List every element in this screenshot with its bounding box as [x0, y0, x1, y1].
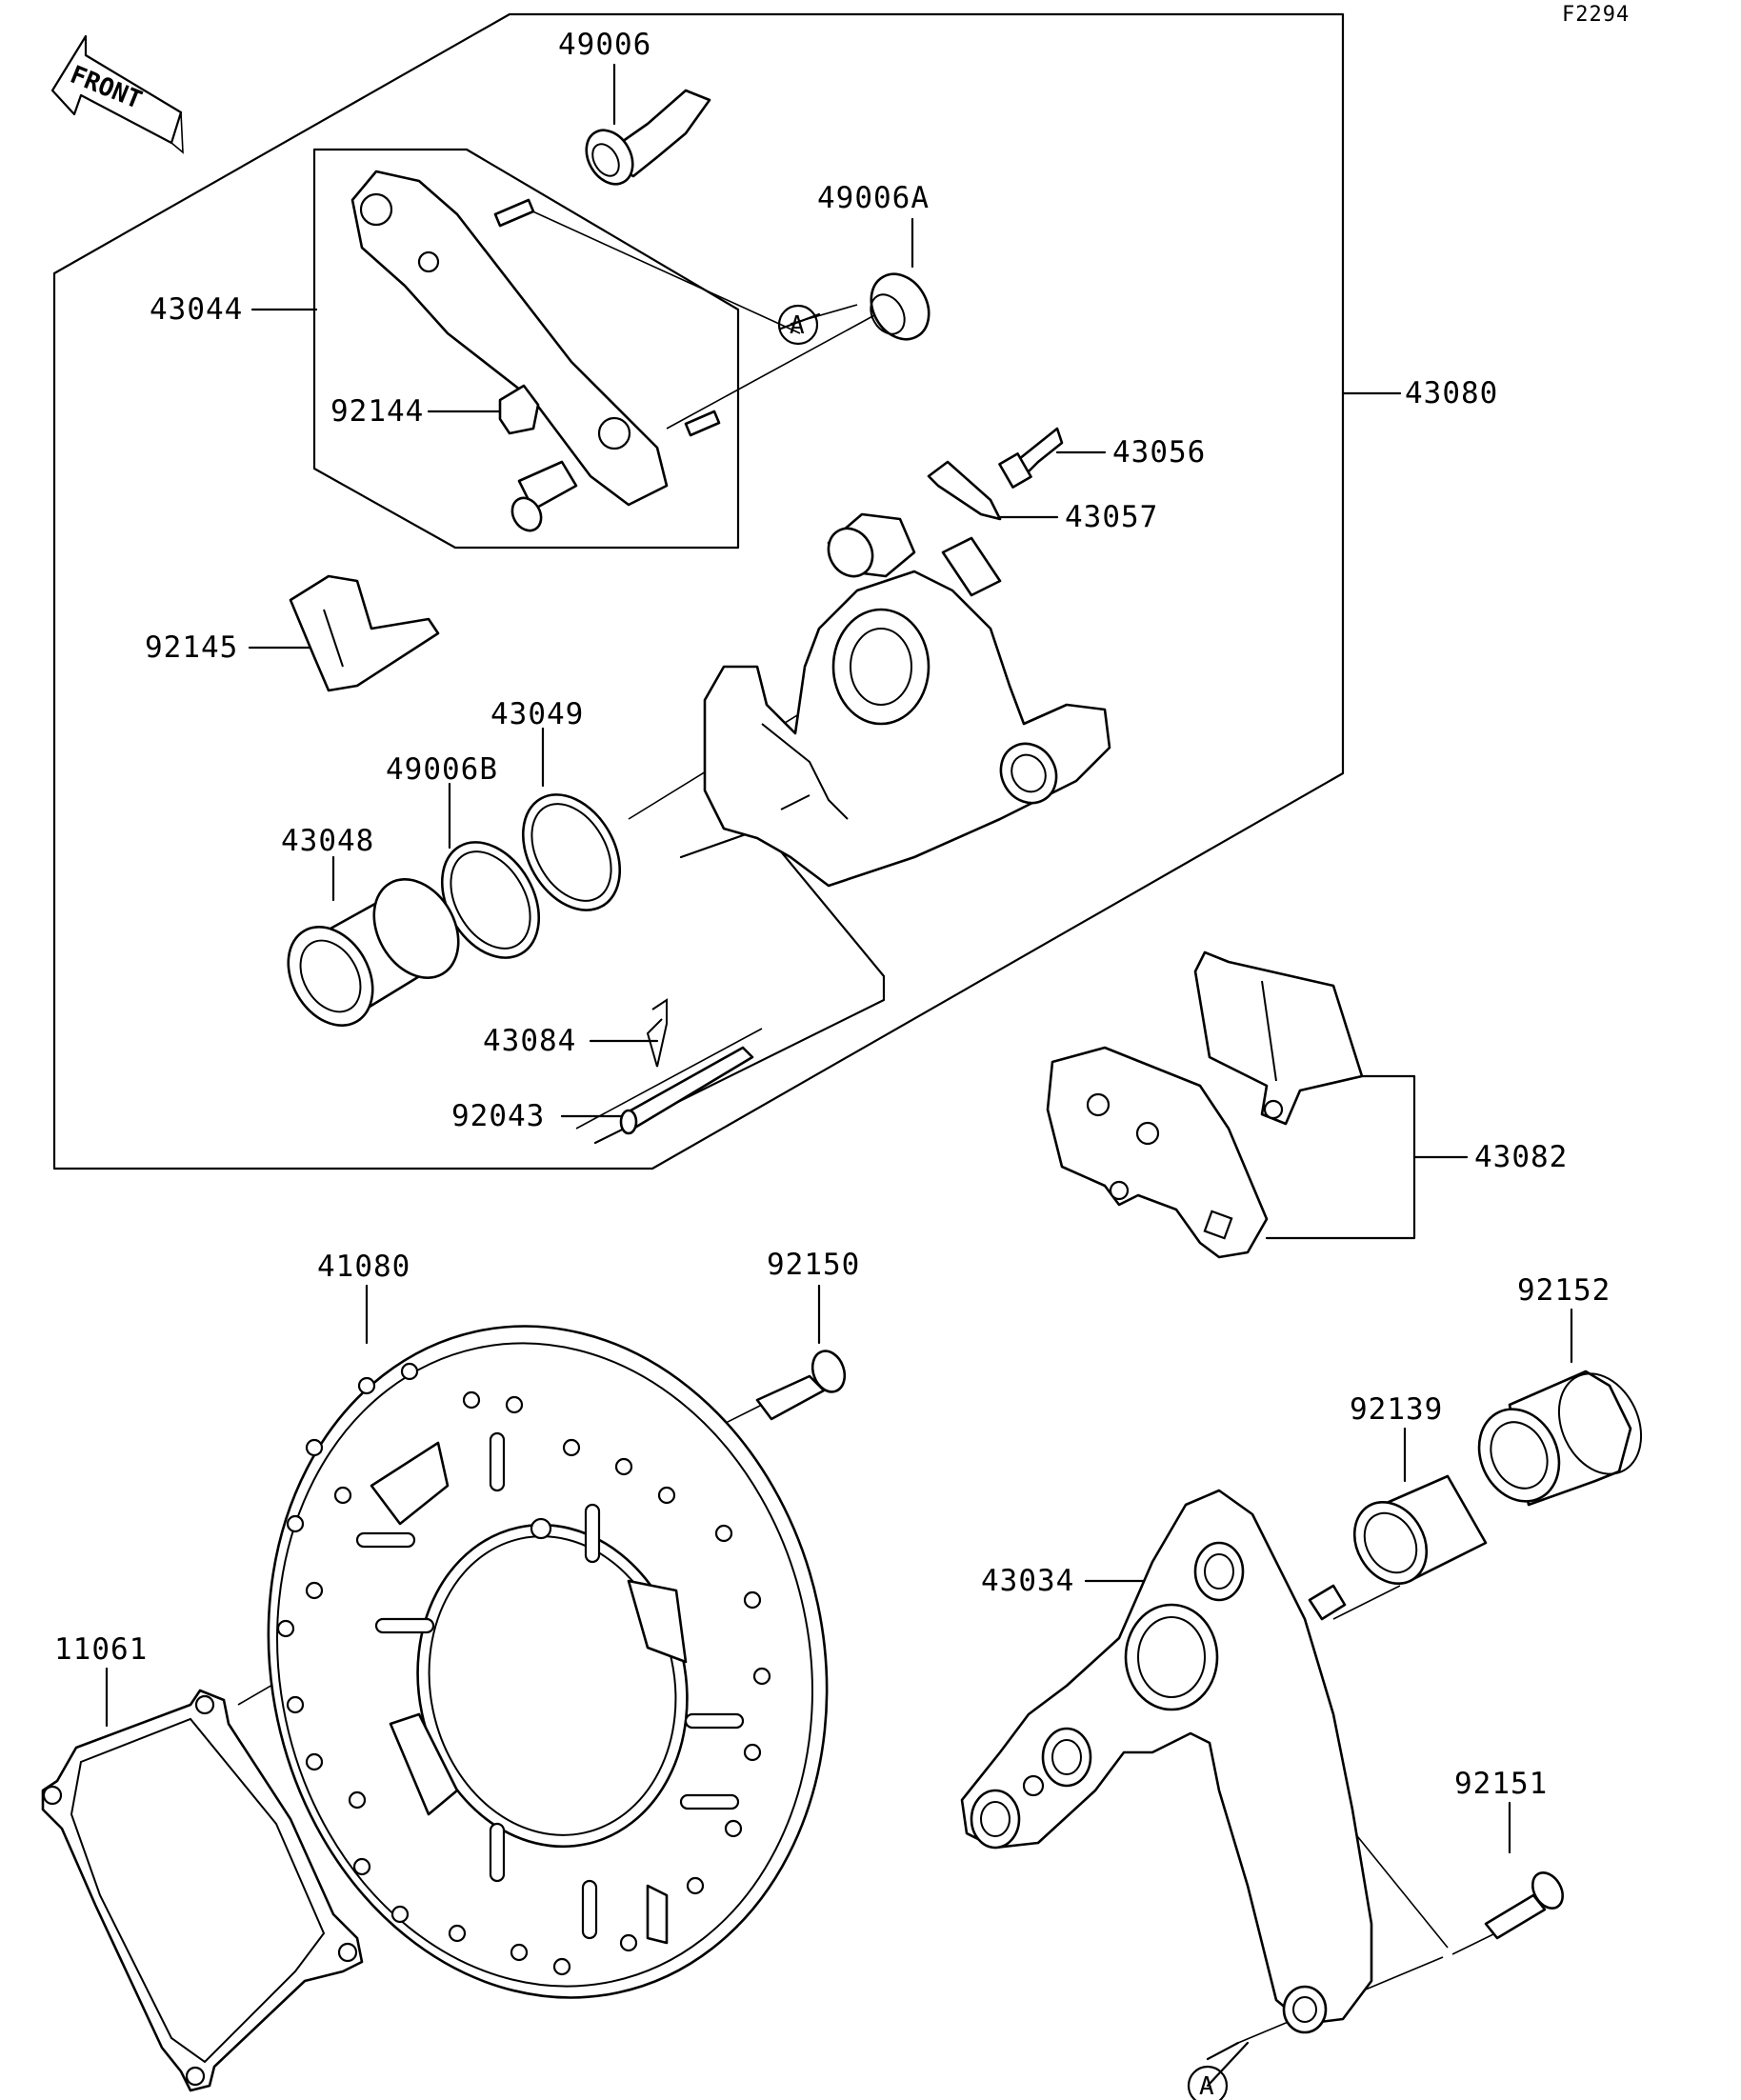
part-labels: 49006 49006A 43044 92144 43080 43056 430…	[54, 28, 1611, 1801]
disc-slots	[355, 1431, 745, 1940]
svg-text:A: A	[790, 311, 805, 340]
bracket-group-outline	[312, 148, 740, 550]
label-43057: 43057	[1065, 500, 1158, 534]
label-41080: 41080	[317, 1250, 410, 1284]
label-43049: 43049	[490, 697, 584, 731]
piston-43048	[287, 878, 460, 1027]
pin-boot-49006A	[870, 272, 931, 341]
front-direction-arrow: FRONT	[50, 34, 184, 154]
collar-92152	[1477, 1370, 1643, 1507]
label-43056: 43056	[1112, 435, 1206, 470]
bushing-92139	[1352, 1474, 1488, 1586]
label-11061: 11061	[54, 1632, 148, 1667]
brake-disc-41080	[267, 1325, 829, 1999]
label-49006B: 49006B	[386, 752, 498, 787]
bleed-cap-43057	[927, 460, 1002, 521]
label-92150: 92150	[767, 1248, 860, 1282]
label-92144: 92144	[330, 394, 424, 429]
gasket-11061	[41, 1689, 364, 2092]
label-92043: 92043	[451, 1099, 545, 1133]
svg-text:A: A	[1199, 2072, 1214, 2100]
reference-marker-a-lower: A	[1187, 2065, 1229, 2100]
front-label: FRONT	[66, 61, 146, 115]
label-92152: 92152	[1517, 1273, 1611, 1308]
label-49006: 49006	[558, 28, 651, 62]
bolt-92151	[1484, 1871, 1565, 1940]
clip-92144	[498, 384, 540, 435]
label-43034: 43034	[981, 1564, 1074, 1598]
pad-spring-92145	[289, 574, 440, 692]
label-43044: 43044	[150, 292, 243, 327]
label-43084: 43084	[483, 1024, 576, 1058]
pin-clip-43084	[646, 998, 668, 1068]
pad-pin-92043	[619, 1046, 754, 1135]
caliper-body-group-outline	[593, 827, 886, 1145]
label-92139: 92139	[1350, 1392, 1443, 1427]
disc-holes	[276, 1362, 771, 1976]
caliper-assembly-outline	[52, 12, 1345, 1170]
caliper-bracket-43044	[350, 170, 721, 532]
disc-bolt-92150	[755, 1350, 847, 1421]
label-43082: 43082	[1474, 1140, 1568, 1174]
brake-pads-43082	[1046, 950, 1364, 1259]
label-49006A: 49006A	[817, 181, 930, 215]
bleed-valve-43056	[998, 427, 1064, 489]
label-92151: 92151	[1454, 1767, 1548, 1801]
label-43048: 43048	[281, 824, 374, 858]
caliper-holder-43034	[960, 1489, 1373, 2034]
reference-marker-a-upper: A	[777, 304, 819, 346]
label-92145: 92145	[145, 630, 238, 665]
caliper-body	[703, 512, 1111, 888]
pin-boot-49006	[585, 89, 711, 186]
piston-seal-43049	[521, 793, 622, 911]
figure-code: F2294	[1562, 3, 1630, 27]
label-43080: 43080	[1405, 376, 1498, 410]
